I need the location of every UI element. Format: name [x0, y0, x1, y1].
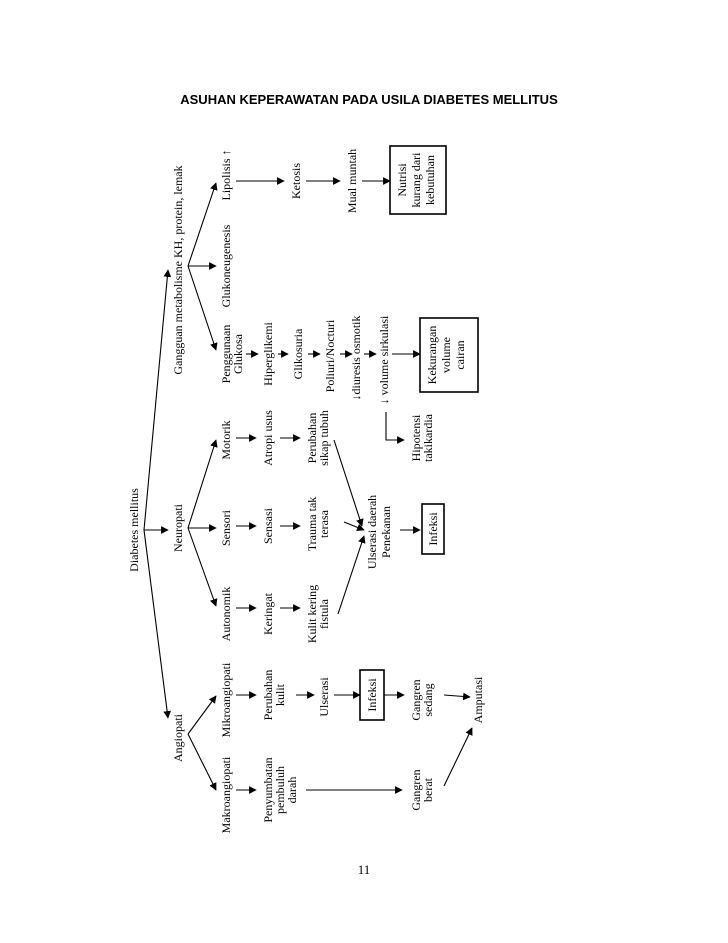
- label-infeksi-angio: Infeksi: [365, 678, 379, 712]
- label-hipotensi-1: Hipotensi: [409, 414, 423, 461]
- label-lipolisis: Lipolisis ↑: [219, 149, 233, 200]
- arrow-gangguan-penggunaan: [187, 265, 218, 351]
- label-penggunaan-1: Penggunaan: [219, 325, 233, 384]
- label-kekurangan-3: cairan: [453, 340, 467, 369]
- label-gangren-berat-1: Gangren: [409, 769, 423, 810]
- labels: Diabetes mellitus Gangguan metabolisme K…: [127, 149, 485, 833]
- label-gangren-sedang-1: Gangren: [409, 679, 423, 720]
- page-number: 11: [357, 862, 371, 877]
- arrow-angiopati-mikro: [187, 695, 217, 735]
- label-penyumbatan-3: darah: [285, 777, 299, 804]
- label-penyumbatan-1: Penyumbatan: [261, 757, 275, 822]
- label-gangren-sedang-2: sedang: [421, 683, 435, 716]
- label-perubahan-kulit-2: kulit: [273, 683, 287, 706]
- label-ulserasi-daerah-1: Ulserasi daerah: [365, 495, 379, 569]
- label-neuropati: Neuropati: [171, 503, 185, 552]
- label-diabetes-mellitus: Diabetes mellitus: [127, 488, 141, 572]
- label-gangren-berat-2: berat: [421, 777, 435, 802]
- arrow-gangren-berat-amputasi: [443, 727, 473, 787]
- label-angiopati: Angiopati: [171, 713, 185, 762]
- label-perubahan-sikap-1: Perubahan: [305, 413, 319, 464]
- label-atropi: Atropi usus: [261, 410, 275, 466]
- label-mual-muntah: Mual muntah: [345, 149, 359, 213]
- label-penyumbatan-2: pembuluh: [273, 766, 287, 814]
- label-glukoneugenesis: Glukoneugenesis: [219, 224, 233, 307]
- label-motorik: Motorik: [219, 420, 233, 459]
- label-amputasi: Amputasi: [471, 676, 485, 723]
- box-infeksi-angio: [359, 669, 385, 721]
- arrow-neuropati-motorik: [187, 439, 218, 529]
- label-autonomik: Autonomik: [219, 587, 233, 642]
- label-nutrisi-2: kurang dari: [409, 152, 423, 208]
- label-glikosuria: Glikosuria: [291, 328, 305, 379]
- arrow-neuropati-autonomik: [187, 527, 218, 607]
- label-ulserasi: Ulserasi: [317, 677, 331, 717]
- label-kekurangan-1: Kekurangan: [425, 326, 439, 385]
- arrow-volume-hipotensi: [385, 412, 405, 444]
- label-kulit-kering-2: fistula: [317, 598, 331, 629]
- label-keringat: Keringat: [261, 592, 275, 635]
- label-nutrisi-3: kebutuhan: [423, 155, 437, 205]
- arrow-gangguan-lipolisis: [187, 182, 218, 267]
- arrow-gangren-sedang-amputasi: [443, 692, 471, 701]
- label-kulit-kering-1: Kulit kering: [305, 585, 319, 643]
- label-infeksi-neuro: Infeksi: [426, 512, 440, 546]
- label-perubahan-sikap-2: sikap tubuh: [317, 410, 331, 466]
- label-sensori: Sensori: [219, 509, 233, 546]
- arrow-kulit-ulserasi: [337, 535, 366, 615]
- box-nutrisi: [389, 145, 447, 215]
- arrow-angiopati-makro: [187, 733, 217, 791]
- page-title: ASUHAN KEPERAWATAN PADA USILA DIABETES M…: [180, 92, 558, 107]
- label-volume-sirkulasi: ↓ volume sirkulasi: [377, 315, 391, 404]
- label-penggunaan-2: Glukosa: [231, 333, 245, 374]
- arrow-dm-gangguan: [143, 269, 172, 531]
- connectors: [143, 177, 473, 794]
- label-trauma-1: Trauma tak: [305, 497, 319, 552]
- label-mikroangiopati: Mikroangiopati: [219, 662, 233, 737]
- label-nutrisi-1: Nutrisi: [395, 163, 409, 197]
- box-kekurangan-cairan: [419, 317, 479, 393]
- label-ulserasi-daerah-2: Penekanan: [379, 506, 393, 558]
- label-makroangiopati: Makroangiopati: [219, 756, 233, 833]
- label-diuresis: ↓diuresis osmotik: [349, 315, 363, 400]
- label-poliuri: Poliuri/Nocturi: [323, 319, 337, 392]
- arrow-perubahan-ulserasi: [333, 439, 364, 527]
- label-trauma-2: terasa: [317, 509, 331, 538]
- label-kekurangan-2: volume: [439, 337, 453, 373]
- label-perubahan-kulit-1: Perubahan: [261, 670, 275, 721]
- arrow-dm-angiopati: [143, 529, 171, 719]
- arrow-trauma-ulserasi: [343, 521, 365, 532]
- label-hipotensi-2: takikardia: [421, 413, 435, 462]
- label-hiperglikemi: Hiperglikemi: [261, 321, 275, 385]
- label-sensasi: Sensasi: [261, 507, 275, 544]
- box-infeksi-neuro: [421, 503, 445, 555]
- label-gangguan-metabolisme: Gangguan metabolisme KH, protein, lemak: [171, 165, 185, 374]
- label-ketosis: Ketosis: [289, 163, 303, 199]
